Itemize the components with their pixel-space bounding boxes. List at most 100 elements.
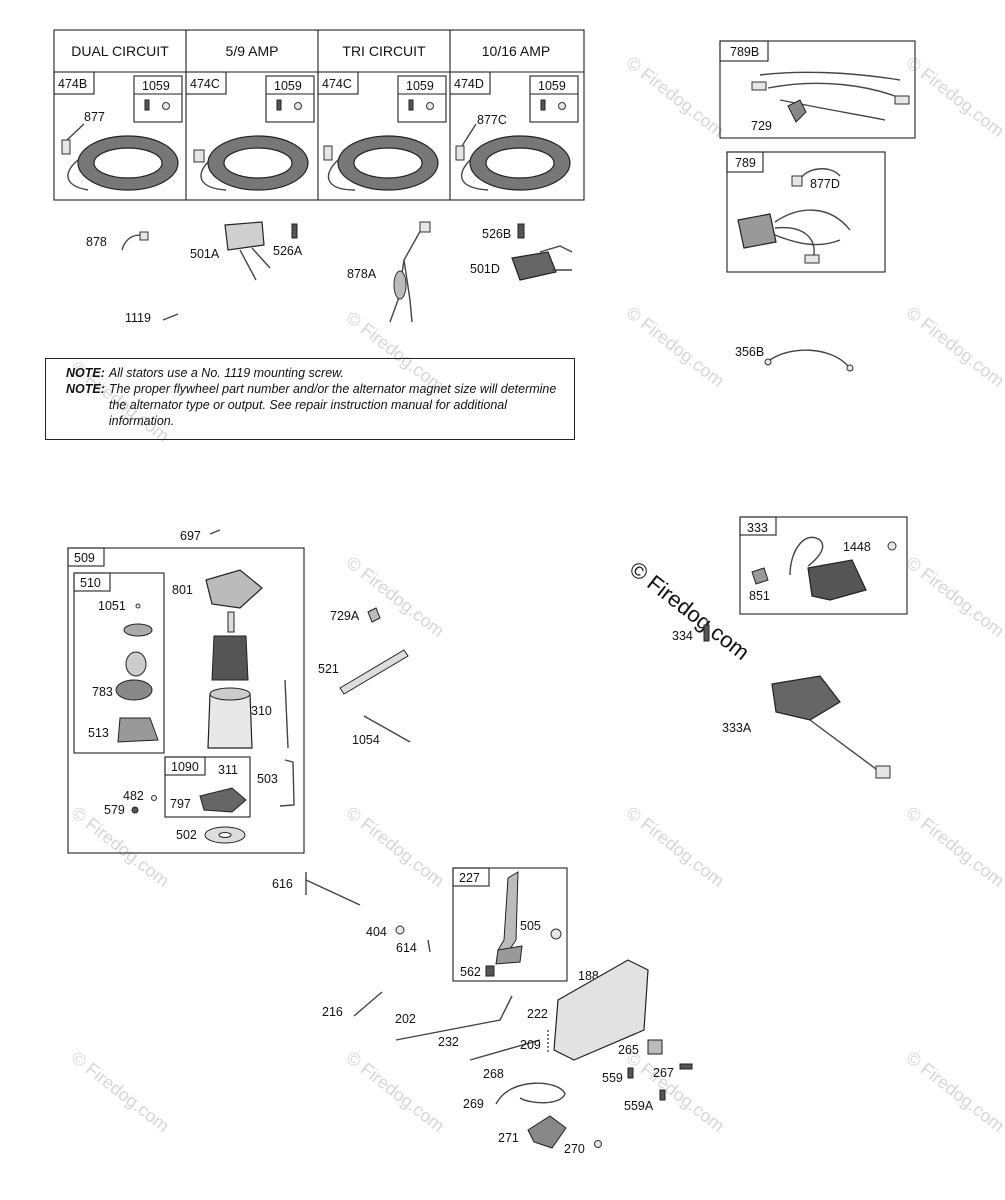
callout-789: 789 [735, 156, 756, 170]
screw-kit-label: 1059 [406, 79, 434, 93]
callout-877d: 877D [810, 177, 840, 191]
callout-270: 270 [564, 1142, 585, 1156]
callout-202: 202 [395, 1012, 416, 1026]
watermark-text: © Firedog.com [623, 302, 729, 391]
screw-kit-label: 1059 [142, 79, 170, 93]
loose-parts-middle: 729A 521 1054 [318, 607, 411, 747]
callout-502: 502 [176, 828, 197, 842]
callout-1054: 1054 [352, 733, 380, 747]
control-bracket [553, 959, 649, 1061]
watermark-text: © Firedog.com [903, 1047, 1005, 1136]
stator-kit-474c-tri: 474C [322, 77, 352, 91]
stator-kit-474c: 474C [190, 77, 220, 91]
callout-559a: 559A [624, 1099, 654, 1113]
stator-kit-474d: 474D [454, 77, 484, 91]
callout-505: 505 [520, 919, 541, 933]
callout-789b: 789B [730, 45, 759, 59]
callout-1051: 1051 [98, 599, 126, 613]
ignition-333-box: 333 1448 851 [739, 516, 908, 615]
callout-222: 222 [527, 1007, 548, 1021]
watermark-text: © Firedog.com [903, 52, 1005, 141]
note-text: All stators use a No. 1119 mounting scre… [108, 366, 344, 380]
watermark-text: © Firedog.com [623, 52, 729, 141]
watermark-text: © Firedog.com [343, 552, 449, 641]
watermark-text: © Firedog.com [68, 1047, 174, 1136]
callout-697: 697 [180, 529, 201, 543]
callout-265: 265 [618, 1043, 639, 1057]
watermark-text: © Firedog.com [903, 302, 1005, 391]
callout-559: 559 [602, 1071, 623, 1085]
callout-232: 232 [438, 1035, 459, 1049]
watermark-main: © Firedog.com [625, 556, 754, 665]
callout-878: 878 [86, 235, 107, 249]
callout-783: 783 [92, 685, 113, 699]
stator-ring-5-9-amp [193, 135, 309, 191]
callout-851: 851 [749, 589, 770, 603]
callout-521: 521 [318, 662, 339, 676]
stator-ring-10-16-amp [455, 135, 571, 191]
control-lower-group: 616 404 614 227 505 562 188 216 202 222 … [272, 867, 693, 1156]
note-key: NOTE: [66, 382, 105, 396]
callout-562: 562 [460, 965, 481, 979]
watermarks: © Firedog.com © Firedog.com © Firedog.co… [68, 52, 1005, 1136]
callout-616: 616 [272, 877, 293, 891]
harness-789b-box: 789B 729 [719, 40, 916, 139]
callout-513: 513 [88, 726, 109, 740]
starter-509-box: 509 510 1051 783 513 801 310 1090 311 79… [67, 547, 305, 854]
callout-526b: 526B [482, 227, 511, 241]
callout-1448: 1448 [843, 540, 871, 554]
callout-311: 311 [218, 763, 238, 777]
callout-333a: 333A [722, 721, 752, 735]
callout-482: 482 [123, 789, 144, 803]
regulator-group: 878 501A 526A 878A 526B 501D 1119 [86, 221, 573, 325]
callout-729a: 729A [330, 609, 360, 623]
callout-269: 269 [463, 1097, 484, 1111]
callout-310: 310 [251, 704, 272, 718]
callout-579: 579 [104, 803, 125, 817]
screw-kit-label: 1059 [274, 79, 302, 93]
callout-209: 209 [520, 1038, 541, 1052]
callout-334: 334 [672, 629, 693, 643]
stator-ring-tri-circuit [323, 135, 439, 191]
note-text: The proper flywheel part number and/or t… [108, 382, 557, 428]
note-row: NOTE: The proper flywheel part number an… [66, 381, 566, 429]
callout-877c: 877C [477, 113, 507, 127]
callout-877: 877 [84, 110, 105, 124]
stator-header-tri-circuit: TRI CIRCUIT [342, 43, 426, 59]
stator-header-5-9-amp: 5/9 AMP [226, 43, 279, 59]
callout-1119: 1119 [125, 311, 151, 325]
callout-268: 268 [483, 1067, 504, 1081]
note-row: NOTE: All stators use a No. 1119 mountin… [66, 365, 566, 381]
callout-614: 614 [396, 941, 417, 955]
callout-271: 271 [498, 1131, 519, 1145]
watermark-text: © Firedog.com [623, 1047, 729, 1136]
screw-icons [144, 99, 566, 111]
callout-227: 227 [459, 871, 480, 885]
callout-501d: 501D [470, 262, 500, 276]
regulator-501d-body [511, 251, 557, 281]
stator-header-dual-circuit: DUAL CIRCUIT [71, 43, 169, 59]
note-box: NOTE: All stators use a No. 1119 mountin… [45, 358, 575, 440]
watermark-text: © Firedog.com [623, 802, 729, 891]
callout-797: 797 [170, 797, 191, 811]
wire-356b: 356B [735, 345, 854, 372]
callout-878a: 878A [347, 267, 377, 281]
callout-510: 510 [80, 576, 101, 590]
screw-kit-label: 1059 [538, 79, 566, 93]
regulator-501a-body [224, 221, 265, 251]
watermark-text: © Firedog.com [903, 802, 1005, 891]
stator-kit-474b: 474B [58, 77, 87, 91]
watermark-text: © Firedog.com [903, 552, 1005, 641]
stator-table: DUAL CIRCUIT 5/9 AMP TRI CIRCUIT 10/16 A… [53, 29, 585, 201]
callout-729: 729 [751, 119, 772, 133]
watermark-text: © Firedog.com [343, 1047, 449, 1136]
callout-526a: 526A [273, 244, 303, 258]
callout-503: 503 [257, 772, 278, 786]
ignition-333a: 333A [722, 675, 891, 779]
callout-333: 333 [747, 521, 768, 535]
callout-356b: 356B [735, 345, 764, 359]
callout-509: 509 [74, 551, 95, 565]
stator-header-10-16-amp: 10/16 AMP [482, 43, 551, 59]
harness-789-box: 789 877D [726, 151, 886, 273]
